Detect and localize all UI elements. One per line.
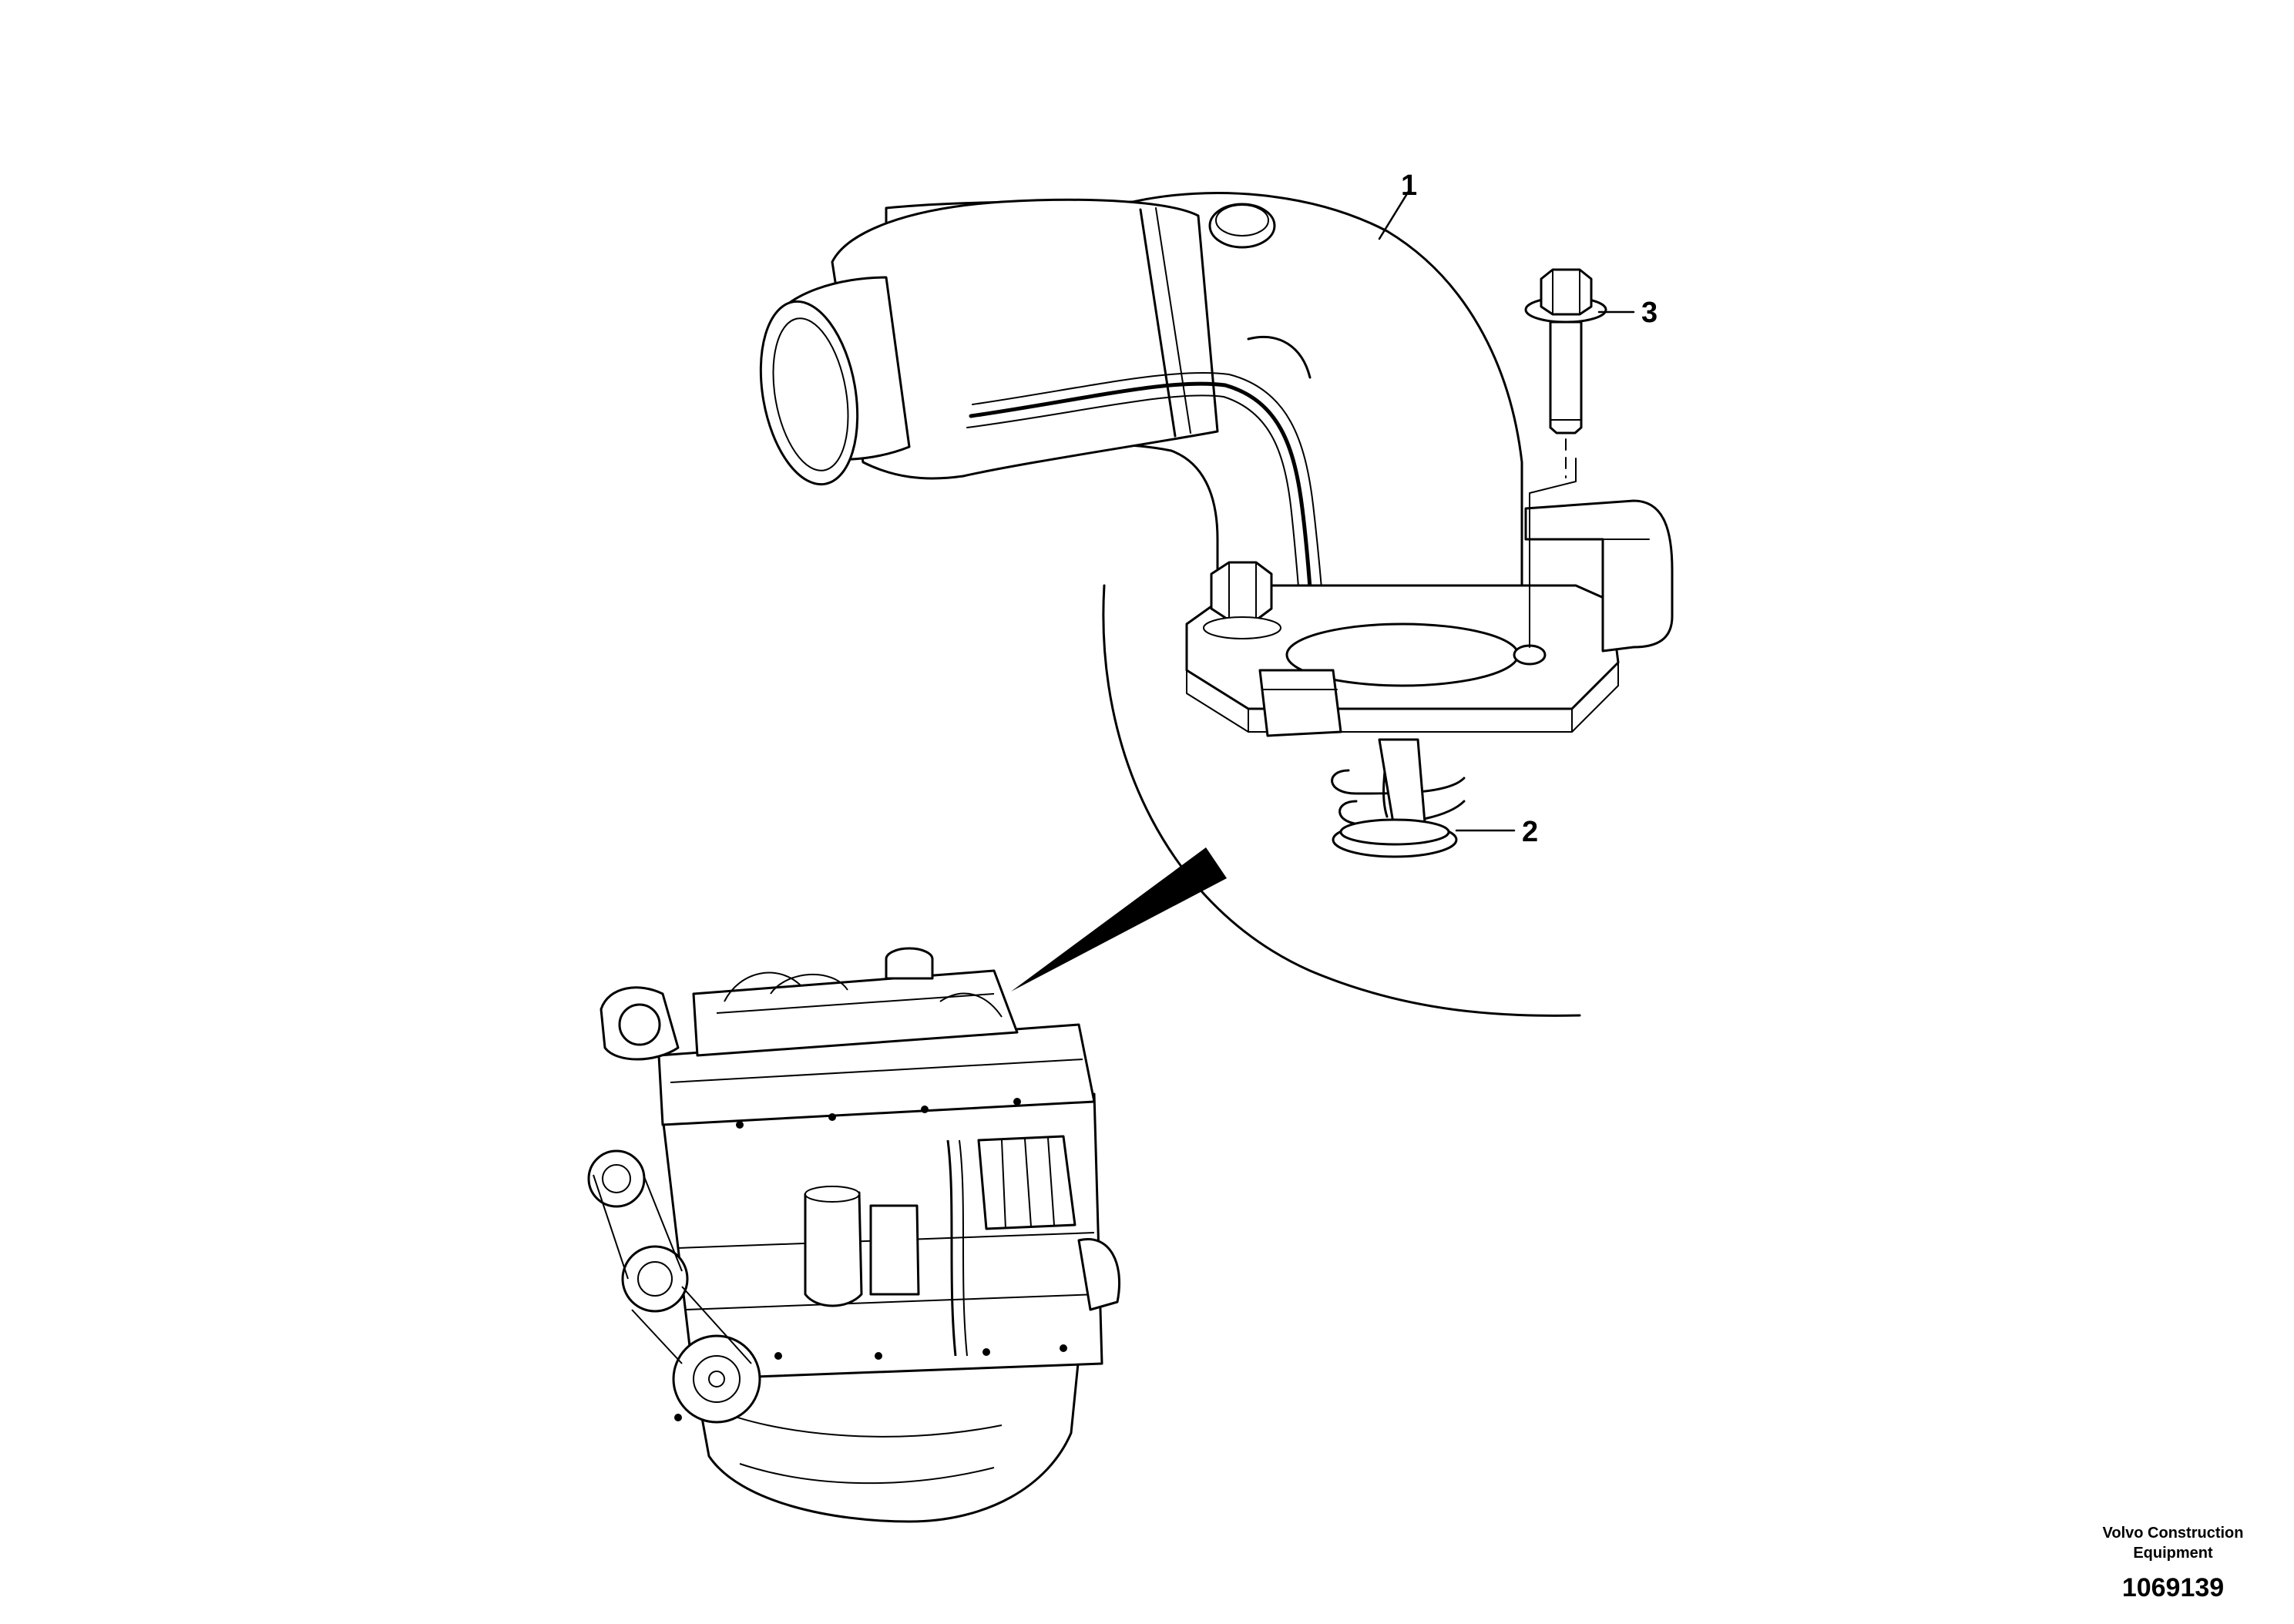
callout-3: 3	[1641, 297, 1658, 329]
thermostat	[1331, 738, 1466, 858]
engine-overview-illustration	[587, 947, 1121, 1523]
publisher-line-1: Volvo Construction	[2103, 1525, 2244, 1542]
leader-lines	[1378, 187, 1635, 832]
figure-number: 1069139	[2122, 1573, 2224, 1602]
callout-1: 1	[1401, 169, 1417, 202]
detail-view-boundary	[1011, 584, 1581, 1017]
publisher-line-2: Equipment	[2133, 1545, 2213, 1562]
callout-2: 2	[1522, 816, 1538, 848]
flange-bolt	[1524, 268, 1607, 648]
thermostat-housing-elbow	[759, 192, 1674, 737]
